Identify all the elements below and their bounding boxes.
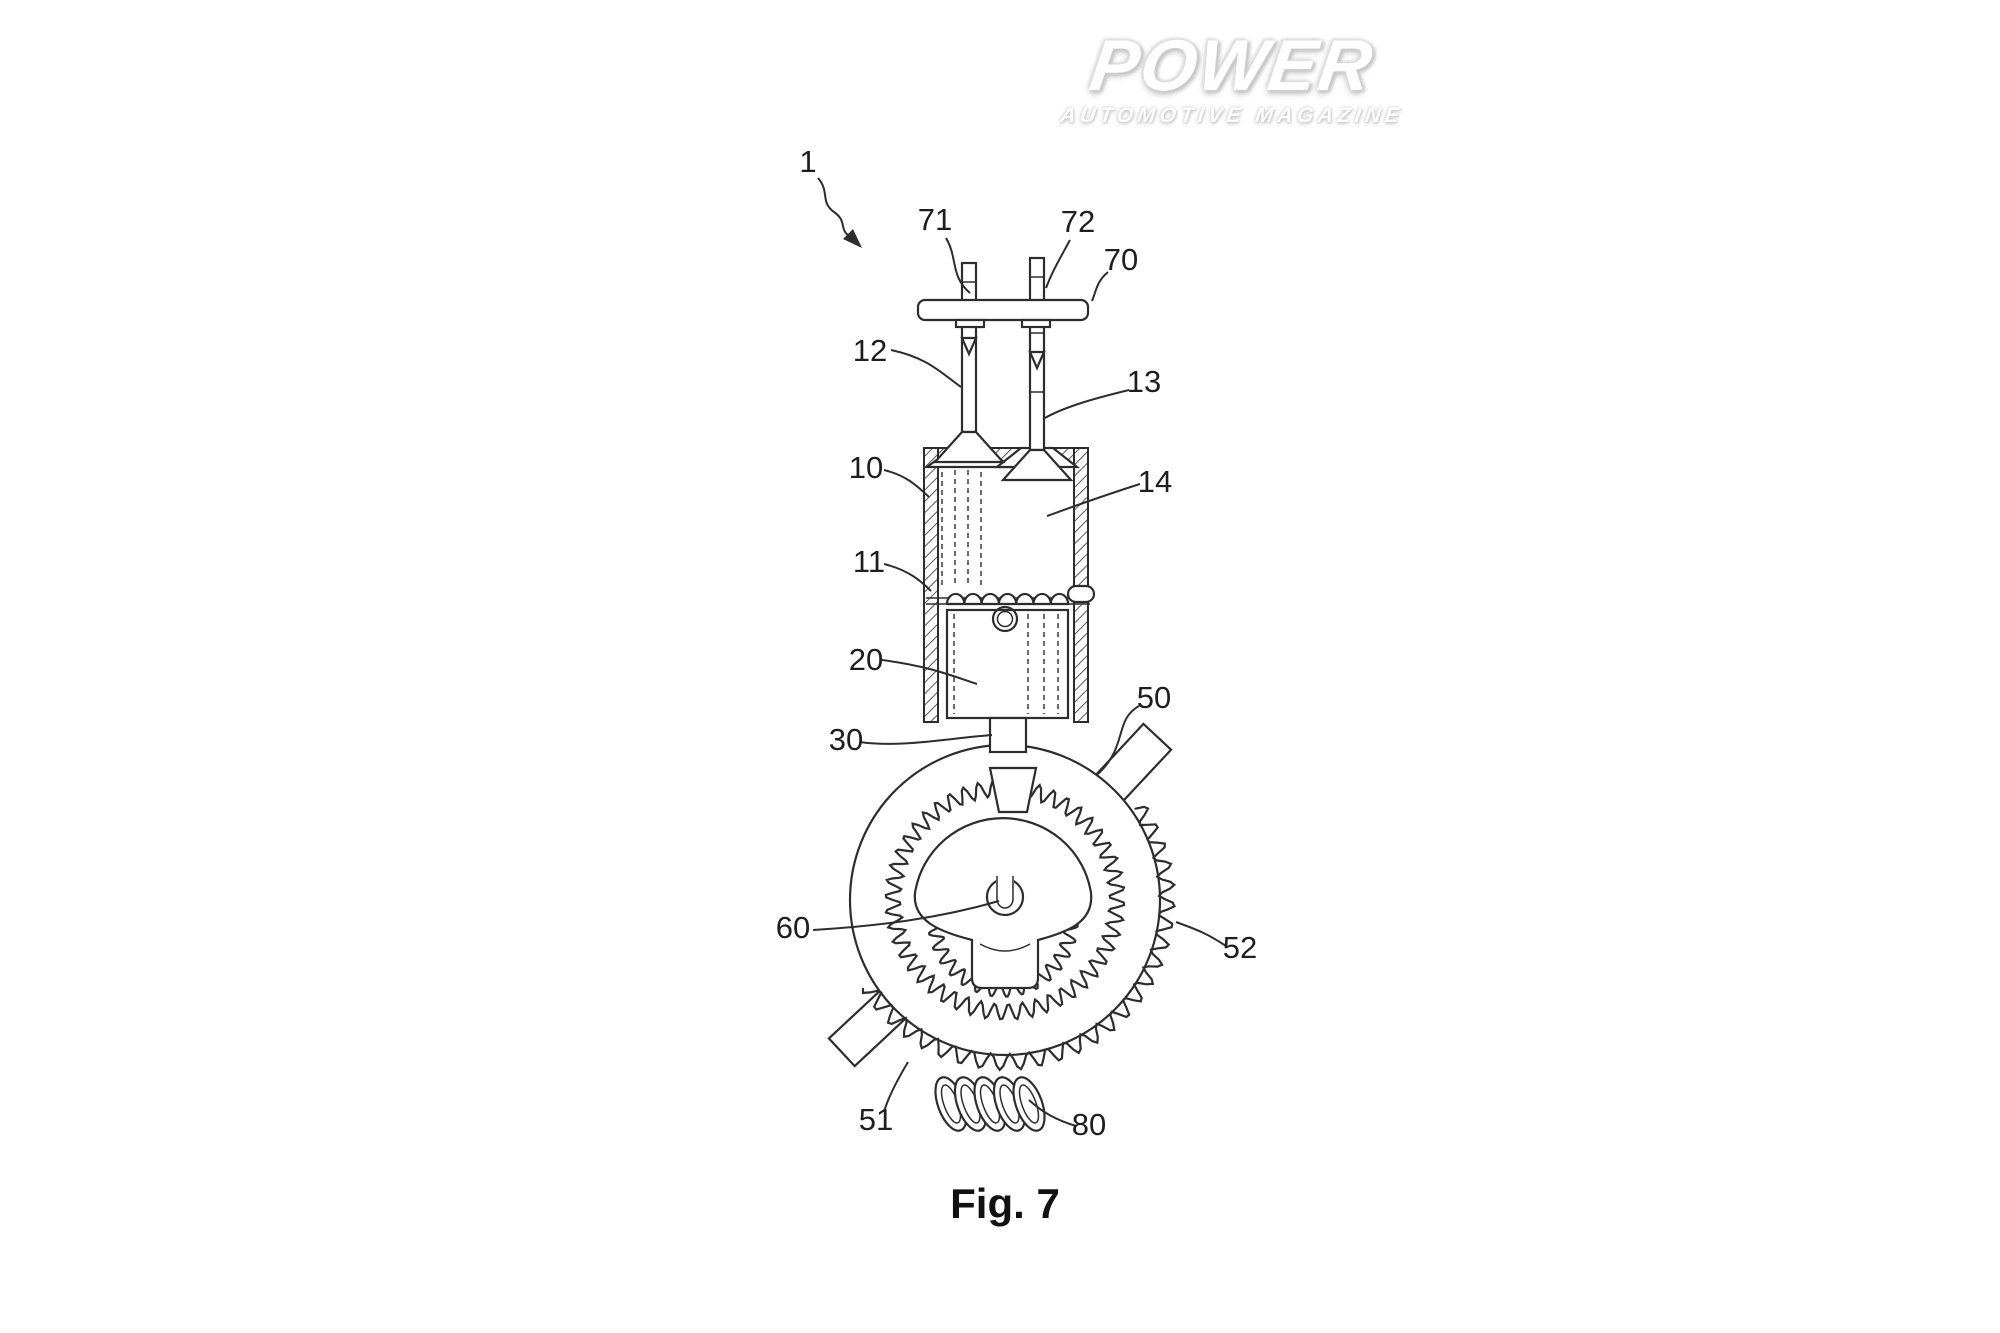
wrist-pin-inner [996, 610, 1014, 628]
spring-retainer-left [960, 336, 978, 357]
leader-72 [1045, 239, 1071, 289]
reference-labels: 1 71 72 70 12 13 10 14 11 20 30 50 60 52… [776, 144, 1257, 1142]
assembly-arrowhead [843, 229, 862, 248]
leader-60 [812, 900, 1000, 931]
ref-label-1: 1 [799, 144, 816, 179]
ref-label-14: 14 [1138, 464, 1172, 499]
ref-label-71: 71 [918, 202, 952, 237]
leader-assembly [817, 177, 851, 238]
exhaust-valve-head [1000, 448, 1074, 482]
bar-foot-right [1020, 318, 1052, 329]
piston [945, 592, 1070, 720]
piston-crown-scallops [945, 592, 1070, 606]
leader-20 [881, 659, 978, 685]
bar-foot-left [954, 318, 986, 329]
leader-50 [1097, 705, 1140, 775]
intake-valve-head [932, 430, 1006, 464]
ref-label-12: 12 [853, 333, 887, 368]
wrist-pin-outer [991, 605, 1019, 633]
actuator-bar [916, 298, 1090, 322]
ref-label-11: 11 [853, 544, 885, 579]
leader-70 [1091, 271, 1109, 302]
piston-rod-stub [988, 716, 1028, 754]
leader-30 [859, 734, 993, 745]
ref-label-52: 52 [1223, 930, 1257, 965]
leader-71 [945, 237, 971, 294]
ref-label-13: 13 [1127, 364, 1161, 399]
combustion-chamber-lines [941, 470, 982, 586]
ref-label-72: 72 [1061, 204, 1095, 239]
crank-rotor [913, 817, 1093, 990]
power-symbol-icon [996, 873, 1014, 909]
leader-80 [1028, 1099, 1077, 1127]
ref-label-80: 80 [1072, 1107, 1106, 1142]
worm-gear [934, 1076, 1046, 1132]
leader-10 [883, 469, 930, 498]
figure-caption: Fig. 7 [950, 1180, 1060, 1227]
leader-52 [1175, 921, 1227, 947]
rotor-key-tooth [988, 766, 1038, 814]
internal-ring-gear-teeth [884, 779, 1126, 1021]
external-worm-wheel-teeth [861, 805, 1177, 1072]
ref-label-50: 50 [1137, 680, 1171, 715]
ring-pin [1066, 584, 1096, 604]
worm-thread-loop [1012, 1076, 1046, 1132]
leader-13 [1042, 389, 1130, 420]
ref-label-60: 60 [776, 910, 810, 945]
leader-11 [883, 563, 932, 592]
valve-train [916, 256, 1090, 482]
leader-51 [883, 1061, 909, 1113]
ref-label-20: 20 [849, 642, 883, 677]
ref-label-30: 30 [829, 722, 863, 757]
gear-assembly [827, 722, 1177, 1072]
spring-retainer-right [1028, 350, 1046, 371]
ref-label-51: 51 [859, 1102, 893, 1137]
rotor-bell-line [979, 943, 1031, 952]
leader-14 [1046, 483, 1141, 517]
leader-lines [812, 177, 1227, 1127]
ref-label-70: 70 [1104, 242, 1138, 277]
ref-label-10: 10 [849, 450, 883, 485]
leader-12 [890, 349, 962, 388]
